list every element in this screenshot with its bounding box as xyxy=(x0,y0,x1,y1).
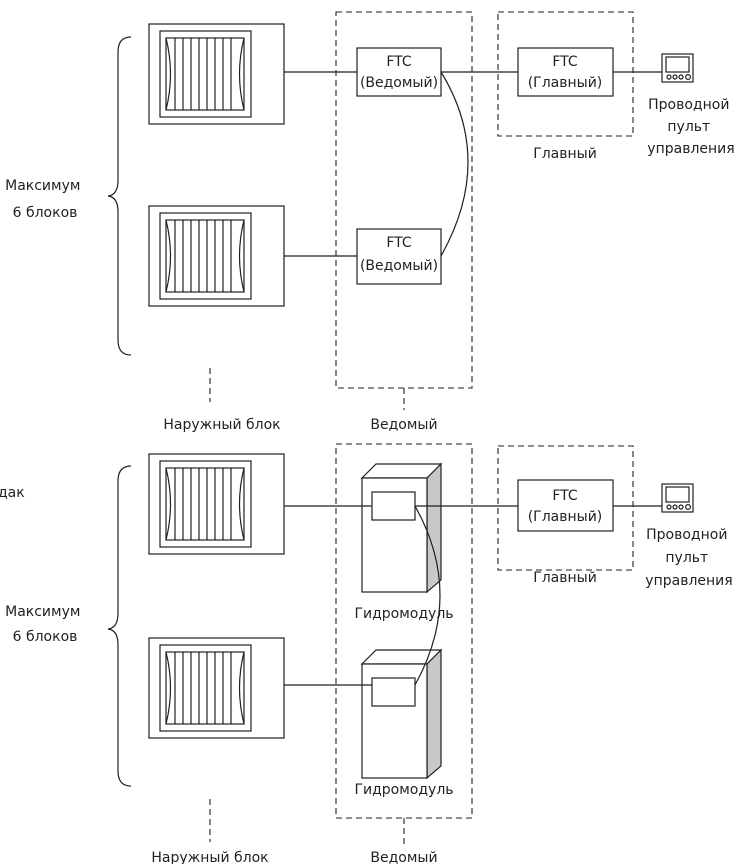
ftc-slave-2 xyxy=(356,228,442,285)
remote-controller-icon xyxy=(661,53,694,83)
max-units-label: Максимум 6 блоков xyxy=(5,178,85,221)
max-units-brace xyxy=(107,465,132,787)
max-units-brace xyxy=(107,36,132,356)
slave-area xyxy=(335,443,473,819)
remote-label: Проводной пульт управления xyxy=(645,527,732,589)
outdoor-unit-3 xyxy=(148,453,285,555)
master-area xyxy=(497,445,634,571)
ftc-master-name: FTC xyxy=(552,54,578,70)
outdoor-unit-2 xyxy=(148,205,285,307)
partial-text: дак xyxy=(0,485,25,501)
remote-label: Проводной пульт управления xyxy=(647,97,734,157)
outdoor-caption: Наружный блок xyxy=(151,850,268,864)
max-units-label: Максимум 6 блоков xyxy=(5,604,85,645)
ftc-master-role: (Главный) xyxy=(528,509,603,525)
ftc-slave-1-name: FTC xyxy=(386,54,412,70)
hydro-module-1 xyxy=(361,463,442,593)
master-area xyxy=(497,11,634,137)
slave-caption: Ведомый xyxy=(370,417,437,433)
hydro-module-2 xyxy=(361,649,442,779)
master-caption: Главный xyxy=(533,146,597,162)
ftc-master xyxy=(517,479,614,532)
ftc-master-name: FTC xyxy=(552,488,578,504)
outdoor-caption: Наружный блок xyxy=(163,417,280,433)
ftc-slave-2-role: (Ведомый) xyxy=(360,258,438,274)
top-section: Максимум 6 блоков Наружный блок Ведомый … xyxy=(5,11,735,433)
master-caption: Главный xyxy=(533,570,597,586)
ftc-slave-2-name: FTC xyxy=(386,235,412,251)
hydro-caption-2: Гидромодуль xyxy=(354,782,453,798)
slave-caption: Ведомый xyxy=(370,850,437,864)
hydro-link xyxy=(414,505,441,686)
outdoor-unit-1 xyxy=(148,23,285,125)
outdoor-unit-4 xyxy=(148,637,285,739)
ftc-master-role: (Главный) xyxy=(528,75,603,91)
hydro-caption-1: Гидромодуль xyxy=(354,606,453,622)
remote-controller-icon xyxy=(661,483,694,513)
ftc-slave-1-role: (Ведомый) xyxy=(360,75,438,91)
bottom-section: дак Максимум 6 блоков Наружный блок Ведо… xyxy=(0,443,733,864)
slave-link xyxy=(440,71,469,257)
